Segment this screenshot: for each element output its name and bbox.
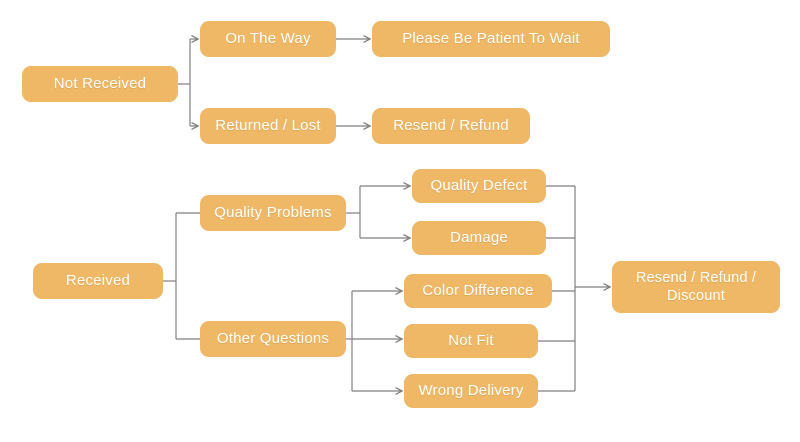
node-resend-refund[interactable]: Resend / Refund [372, 108, 530, 144]
node-resend-refund-discount-line2: Discount [666, 288, 725, 304]
node-received[interactable]: Received [33, 263, 163, 299]
node-please-be-patient-to-wait[interactable]: Please Be Patient To Wait [372, 21, 610, 57]
node-color-difference[interactable]: Color Difference [404, 274, 552, 308]
node-wrong-delivery[interactable]: Wrong Delivery [404, 374, 538, 408]
node-returned-lost[interactable]: Returned / Lost [200, 108, 336, 144]
node-quality-problems[interactable]: Quality Problems [200, 195, 346, 231]
node-other-questions[interactable]: Other Questions [200, 321, 346, 357]
node-on-the-way[interactable]: On The Way [200, 21, 336, 57]
node-resend-refund-discount[interactable]: Resend / Refund / Discount [612, 261, 780, 313]
node-resend-refund-discount-line1: Resend / Refund / [635, 269, 757, 286]
node-quality-defect[interactable]: Quality Defect [412, 169, 546, 203]
node-damage[interactable]: Damage [412, 221, 546, 255]
node-not-fit[interactable]: Not Fit [404, 324, 538, 358]
node-not-received[interactable]: Not Received [22, 66, 178, 102]
